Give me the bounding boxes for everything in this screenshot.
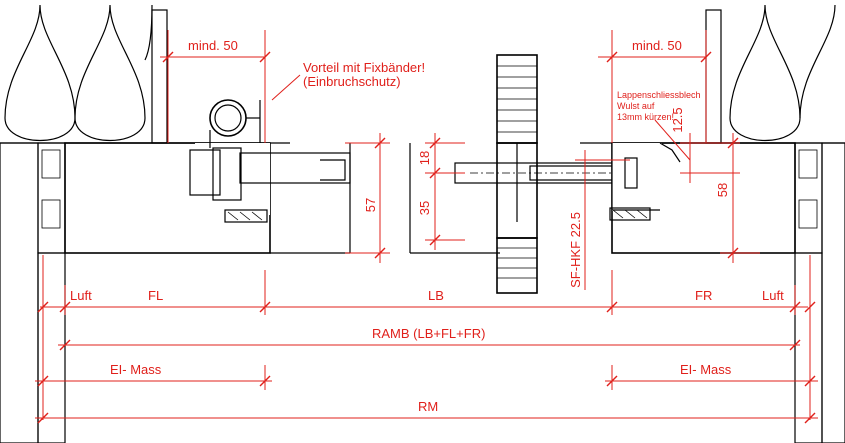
label-fl: FL: [148, 288, 163, 303]
label-dim-35: 35: [417, 201, 432, 215]
label-sf-hkf: SF-HKF 22.5: [568, 212, 583, 288]
label-rm: RM: [418, 399, 438, 414]
label-lappen-3: 13mm kürzen!: [617, 112, 674, 122]
insulation-left: [4, 4, 153, 142]
frame-left: [64, 142, 351, 254]
label-luft-left: Luft: [70, 288, 92, 303]
label-dim-18: 18: [417, 151, 432, 165]
plaster-strip-top-right: [705, 9, 722, 144]
label-fr: FR: [695, 288, 712, 303]
frame-right: [609, 142, 796, 254]
label-mind-left: mind. 50: [188, 38, 238, 53]
door-handle-icon: [454, 54, 636, 294]
label-dim-57: 57: [363, 198, 378, 212]
label-ramb: RAMB (LB+FL+FR): [372, 326, 485, 341]
wall-right: [794, 142, 845, 443]
label-lb: LB: [428, 288, 444, 303]
label-dim-125: 12.5: [670, 107, 685, 132]
label-lappen-2: Wulst auf: [617, 101, 655, 111]
label-ei-left: EI- Mass: [110, 362, 162, 377]
dimension-ticks: [37, 51, 816, 424]
label-mind-right: mind. 50: [632, 38, 682, 53]
wall-left: [0, 142, 66, 443]
hinge-icon: [209, 99, 261, 148]
label-vorteil-2: (Einbruchschutz): [303, 74, 401, 89]
plaster-strip-top-left: [151, 9, 168, 144]
label-dim-58: 58: [715, 183, 730, 197]
dimension-lines: [35, 30, 818, 420]
label-luft-right: Luft: [762, 288, 784, 303]
label-ei-right: EI- Mass: [680, 362, 732, 377]
label-lappen-1: Lappenschliessblech: [617, 90, 701, 100]
label-vorteil-1: Vorteil mit Fixbänder!: [303, 60, 425, 75]
insulation-right: [729, 4, 836, 142]
